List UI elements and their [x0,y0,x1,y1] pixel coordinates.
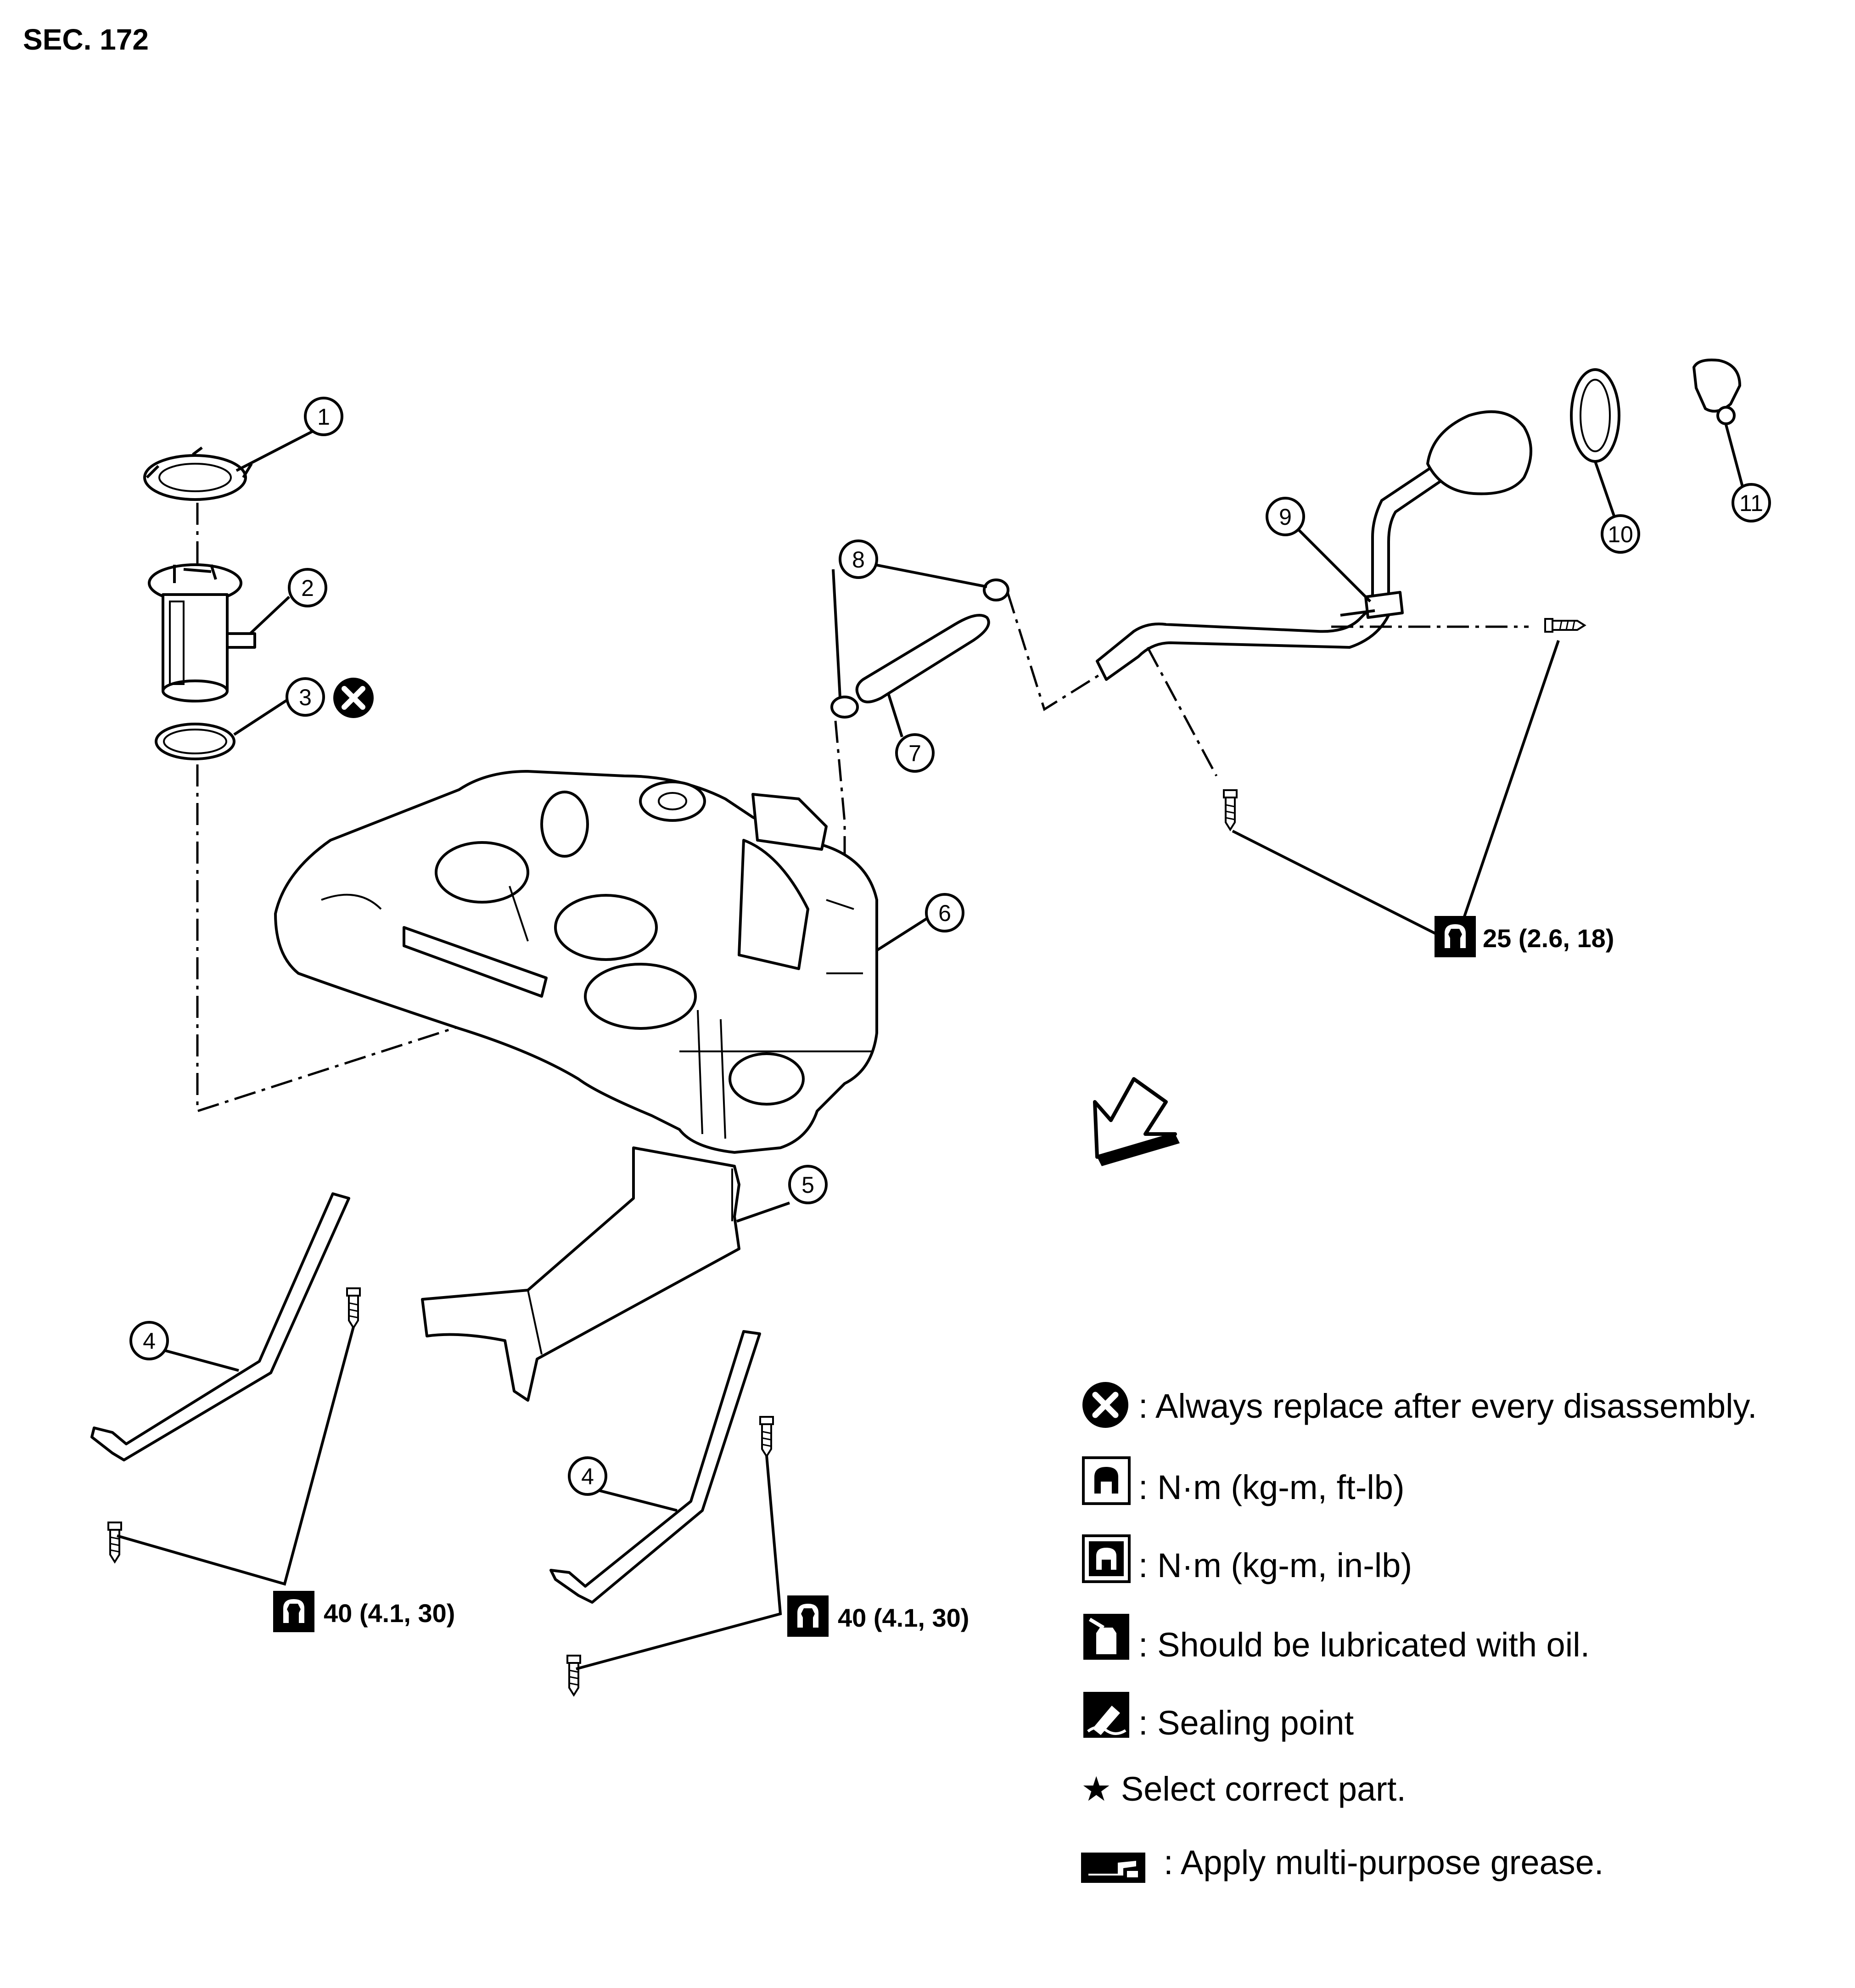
part-5-heat-insulator [421,1146,740,1402]
bolt-strap-right-upper [759,1416,774,1457]
part-10-gasket [1570,368,1620,463]
replace-x-icon [1082,1382,1128,1428]
part-6-fuel-tank [274,770,878,1154]
svg-text:10: 10 [1608,522,1633,547]
callout-5: 5 [788,1165,828,1204]
legend: : Always replace after every disassembly… [1081,1382,1757,1883]
callout-3: 3 [286,677,325,717]
torque-wrench-icon [787,1595,829,1637]
legend-row-nm-ft: : N·m (kg-m, ft-lb) [1082,1456,1405,1506]
bolt-strap-right-lower [566,1655,581,1696]
grease-icon [1081,1853,1145,1883]
svg-text:2: 2 [301,575,314,601]
legend-row-grease: : Apply multi-purpose grease. [1081,1843,1603,1883]
svg-text:: Apply multi-purpose grease.: : Apply multi-purpose grease. [1164,1843,1603,1881]
section-label: SEC. 172 [23,23,149,56]
bolt-strap-left-lower [107,1522,122,1563]
dash-9-bolt-lower [1146,646,1218,777]
part-4-strap-left [90,1192,350,1461]
part-1-lock-ring [143,446,253,501]
part-8-clamp-upper [983,578,1009,601]
part-2-fuel-pump-unit [148,563,256,702]
callout-11: 11 [1732,483,1771,522]
bolt-strap-left-upper [346,1287,361,1329]
callout-9: 9 [1266,497,1305,536]
dash-8-filler [1006,592,1100,711]
callout-2: 2 [288,568,327,607]
svg-text:7: 7 [908,741,921,766]
svg-text:1: 1 [317,404,330,430]
part-7-hose [855,614,990,703]
callout-4-right: 4 [568,1456,607,1496]
torque-wrench-dark-icon [1082,1534,1131,1583]
svg-text:4: 4 [143,1328,156,1354]
svg-text:: N·m (kg-m, in-lb): : N·m (kg-m, in-lb) [1138,1546,1412,1584]
part-3-o-ring [155,723,235,760]
legend-row-nm-in: : N·m (kg-m, in-lb) [1082,1534,1412,1584]
svg-text:6: 6 [938,900,951,926]
svg-text:9: 9 [1279,504,1292,530]
torque-strap-right: 40 (4.1, 30) [787,1595,969,1637]
oil-can-icon [1083,1614,1129,1660]
svg-text:: Sealing point: : Sealing point [1138,1704,1354,1742]
svg-text:40 (4.1, 30): 40 (4.1, 30) [838,1603,969,1632]
star-icon: ★ Select correct part. [1081,1770,1406,1808]
legend-row-replace: : Always replace after every disassembly… [1082,1382,1757,1428]
part-8-clamp-lower [830,696,859,719]
svg-text:5: 5 [801,1172,814,1198]
bolt-filler-right [1544,618,1586,633]
torque-wrench-icon [1435,916,1476,957]
svg-text:: Should be lubricated with oi: : Should be lubricated with oil. [1138,1626,1590,1664]
callout-1: 1 [304,397,343,436]
callout-7: 7 [895,733,935,773]
svg-text:: N·m (kg-m, ft-lb): : N·m (kg-m, ft-lb) [1138,1468,1405,1506]
torque-wrench-icon [1082,1456,1131,1505]
torque-wrench-icon [273,1591,314,1632]
legend-row-oil: : Should be lubricated with oil. [1083,1614,1590,1664]
part-4-strap-right [549,1330,761,1604]
bolt-filler-lower [1223,789,1238,831]
part-11-filler-cap [1692,359,1741,425]
svg-text:8: 8 [852,547,865,573]
front-direction-arrow-icon [1093,1077,1180,1166]
callout-4-left: 4 [129,1321,169,1360]
svg-text:11: 11 [1739,490,1763,516]
dash-8-tank [834,720,846,854]
svg-text:: Always replace after every d: : Always replace after every disassembly… [1138,1387,1757,1425]
replace-x-icon [333,678,374,718]
callout-6: 6 [925,893,964,932]
torque-strap-left: 40 (4.1, 30) [273,1591,455,1632]
legend-row-seal: : Sealing point [1083,1692,1354,1742]
svg-text:4: 4 [581,1464,594,1489]
sealing-point-icon [1083,1692,1129,1738]
leader-lines [117,424,1746,1670]
legend-row-star: ★ Select correct part. [1081,1770,1406,1808]
callout-8: 8 [839,539,878,579]
part-9-filler-tube [1096,410,1532,681]
svg-text:40 (4.1, 30): 40 (4.1, 30) [324,1599,455,1628]
svg-text:25 (2.6, 18): 25 (2.6, 18) [1483,924,1614,953]
torque-fill-tube: 25 (2.6, 18) [1435,916,1614,957]
svg-text:3: 3 [299,685,312,710]
callout-10: 10 [1601,514,1640,554]
